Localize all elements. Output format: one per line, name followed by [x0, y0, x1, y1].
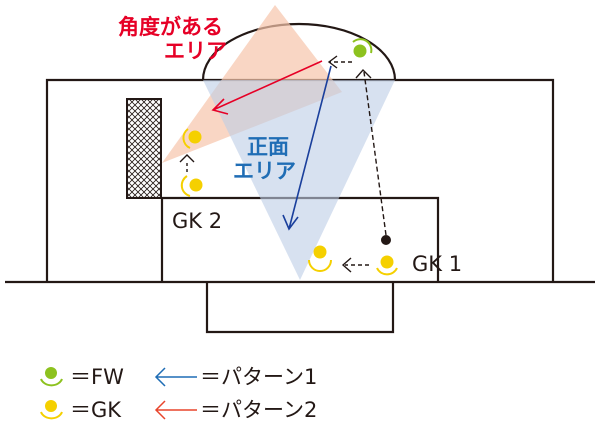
goal: [205, 282, 395, 334]
legend-fw-label: ＝FW: [70, 365, 124, 389]
movement-arrows: [179, 55, 387, 273]
penalty-arc: [201, 22, 397, 81]
gk1-player-moved: [308, 245, 332, 272]
legend-pattern2-arrow: [154, 400, 197, 420]
goal-net: [126, 98, 162, 199]
front-area: [203, 80, 395, 280]
ball: [381, 235, 391, 245]
legend-fw-icon: [40, 367, 63, 387]
legend-gk-icon: [40, 400, 63, 420]
legend-pattern1-label: ＝パターン1: [200, 365, 318, 389]
angle-area-label: 角度がある: [118, 15, 223, 39]
pattern2-arrow: [211, 60, 323, 115]
fw-player: [352, 38, 373, 58]
gk1-label: GK 1: [412, 252, 463, 276]
legend-pattern2-label: ＝パターン2: [200, 398, 318, 422]
gk2-player-moved: [182, 128, 202, 149]
gk2-player: [180, 175, 203, 197]
front-area-label-2: エリア: [233, 159, 296, 183]
legend-pattern1-arrow: [154, 367, 197, 387]
pattern1-arrow: [282, 65, 332, 231]
legend-gk-label: ＝GK: [70, 398, 122, 422]
gk1-player: [376, 255, 398, 276]
angle-area-label-2: エリア: [164, 39, 227, 63]
field-lines: [5, 22, 595, 334]
front-area-label: 正面: [247, 135, 289, 159]
gk2-label: GK 2: [172, 209, 223, 233]
